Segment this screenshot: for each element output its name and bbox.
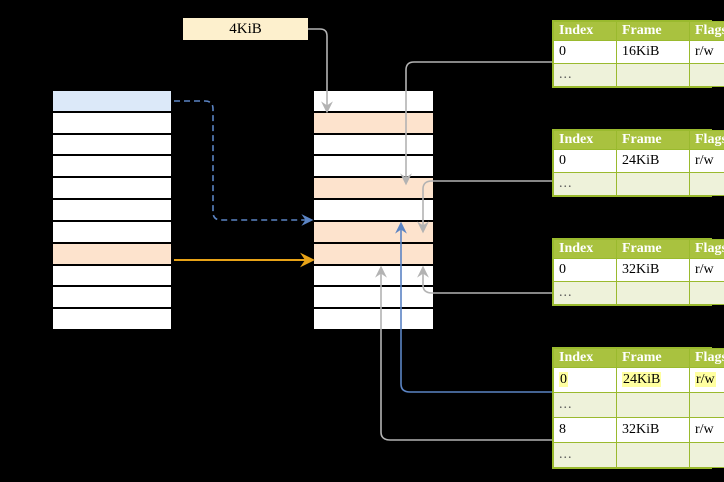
cell-flags: r/w <box>689 149 724 173</box>
cell-frame <box>616 281 690 305</box>
cell-flags <box>689 442 724 468</box>
physical-memory-column <box>313 90 434 330</box>
virtual-page-row-4 <box>52 177 172 200</box>
column-header-index: Index <box>553 239 617 259</box>
virtual-page-row-1 <box>52 111 172 134</box>
cell-flags <box>689 172 724 196</box>
cell-index: ... <box>553 172 617 196</box>
physical-frame-row-3 <box>313 155 434 178</box>
column-header-flags: Flags <box>689 239 724 259</box>
cell-flags: r/w <box>689 417 724 443</box>
virtual-page-row-10 <box>52 308 172 330</box>
cell-index: 0 <box>553 149 617 173</box>
page-size-label: 4KiB <box>183 18 308 40</box>
column-header-frame: Frame <box>616 348 690 368</box>
cell-frame <box>616 172 690 196</box>
column-header-index: Index <box>553 21 617 41</box>
cell-frame <box>616 442 690 468</box>
column-header-flags: Flags <box>689 130 724 150</box>
cell-flags <box>689 281 724 305</box>
highlighted-value: 0 <box>559 372 568 387</box>
cell-index: ... <box>553 63 617 87</box>
table-row: ... <box>553 172 724 196</box>
cell-index: 0 <box>553 258 617 282</box>
physical-frame-row-2 <box>313 133 434 156</box>
cell-flags <box>689 392 724 418</box>
virtual-address-column <box>52 90 172 330</box>
cell-flags: r/w <box>689 40 724 64</box>
physical-frame-row-7 <box>313 242 434 265</box>
virtual-page-row-9 <box>52 286 172 309</box>
table-row: ... <box>553 392 724 418</box>
cell-frame: 16KiB <box>616 40 690 64</box>
cell-index: 0 <box>553 40 617 64</box>
cell-index: ... <box>553 281 617 305</box>
column-header-index: Index <box>553 348 617 368</box>
cell-frame: 32KiB <box>616 258 690 282</box>
virtual-page-row-5 <box>52 199 172 221</box>
column-header-flags: Flags <box>689 21 724 41</box>
virtual-page-row-7 <box>52 242 172 265</box>
highlighted-value: r/w <box>695 372 716 387</box>
cell-index: ... <box>553 442 617 468</box>
physical-frame-row-5 <box>313 199 434 221</box>
cell-frame <box>616 392 690 418</box>
physical-frame-row-8 <box>313 264 434 287</box>
table-row: ... <box>553 442 724 468</box>
physical-frame-row-10 <box>313 308 434 330</box>
column-header-flags: Flags <box>689 348 724 368</box>
physical-frame-row-1 <box>313 111 434 134</box>
table-row: ... <box>553 281 724 305</box>
column-header-frame: Frame <box>616 239 690 259</box>
virtual-page-row-2 <box>52 133 172 156</box>
cell-frame <box>616 63 690 87</box>
cell-frame: 24KiB <box>616 149 690 173</box>
cell-frame: 32KiB <box>616 417 690 443</box>
cell-index: 8 <box>553 417 617 443</box>
cell-flags: r/w <box>689 258 724 282</box>
physical-frame-row-4 <box>313 177 434 200</box>
virtual-page-row-3 <box>52 155 172 178</box>
virtual-page-row-0 <box>52 90 172 112</box>
column-header-frame: Frame <box>616 21 690 41</box>
cell-flags: r/w <box>689 367 724 393</box>
table-row: ... <box>553 63 724 87</box>
virtual-page-row-6 <box>52 220 172 243</box>
column-header-index: Index <box>553 130 617 150</box>
virtual-page-row-8 <box>52 264 172 287</box>
highlighted-value: 24KiB <box>622 372 662 387</box>
physical-frame-row-6 <box>313 220 434 243</box>
physical-frame-row-0 <box>313 90 434 112</box>
physical-frame-row-9 <box>313 286 434 309</box>
table-row: 0 24KiB r/w <box>553 367 724 393</box>
cell-index: 0 <box>553 367 617 393</box>
column-header-frame: Frame <box>616 130 690 150</box>
cell-index: ... <box>553 392 617 418</box>
cell-flags <box>689 63 724 87</box>
cell-frame: 24KiB <box>616 367 690 393</box>
